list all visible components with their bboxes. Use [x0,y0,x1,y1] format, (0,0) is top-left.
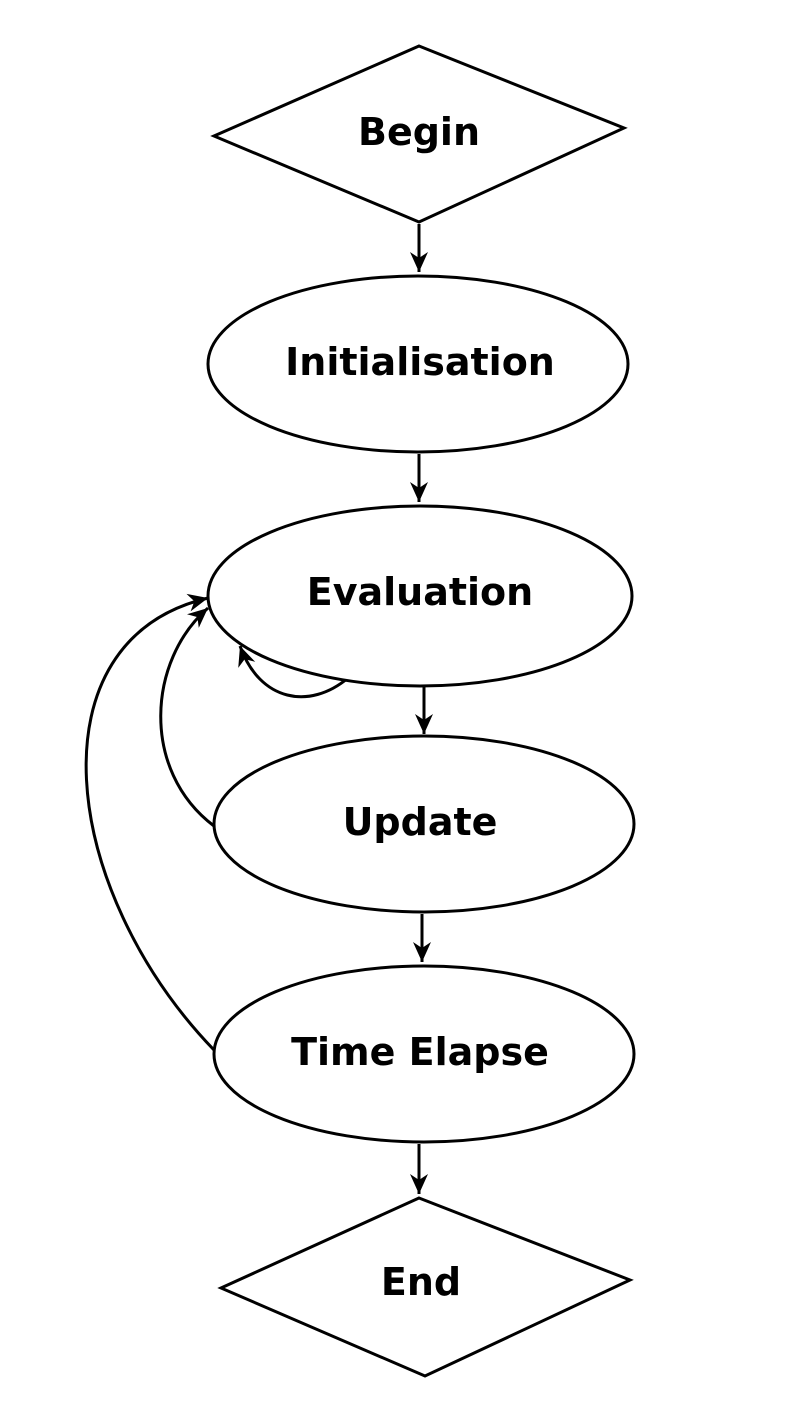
edge-time-elapse-to-evaluation [84,593,216,1052]
node-end: End [217,1196,634,1378]
node-begin-label: Begin [358,110,480,154]
edge-evaluation-self-loop [238,645,349,699]
node-end-label: End [381,1260,461,1304]
node-update: Update [212,734,636,914]
node-initialisation: Initialisation [206,274,630,454]
node-evaluation: Evaluation [206,504,634,688]
edge-update-to-evaluation [159,606,215,828]
node-time-elapse-label: Time Elapse [291,1030,549,1074]
node-evaluation-label: Evaluation [307,570,533,614]
node-initialisation-label: Initialisation [285,340,555,384]
node-time-elapse: Time Elapse [212,964,636,1144]
node-update-label: Update [343,800,498,844]
node-begin: Begin [210,44,628,224]
